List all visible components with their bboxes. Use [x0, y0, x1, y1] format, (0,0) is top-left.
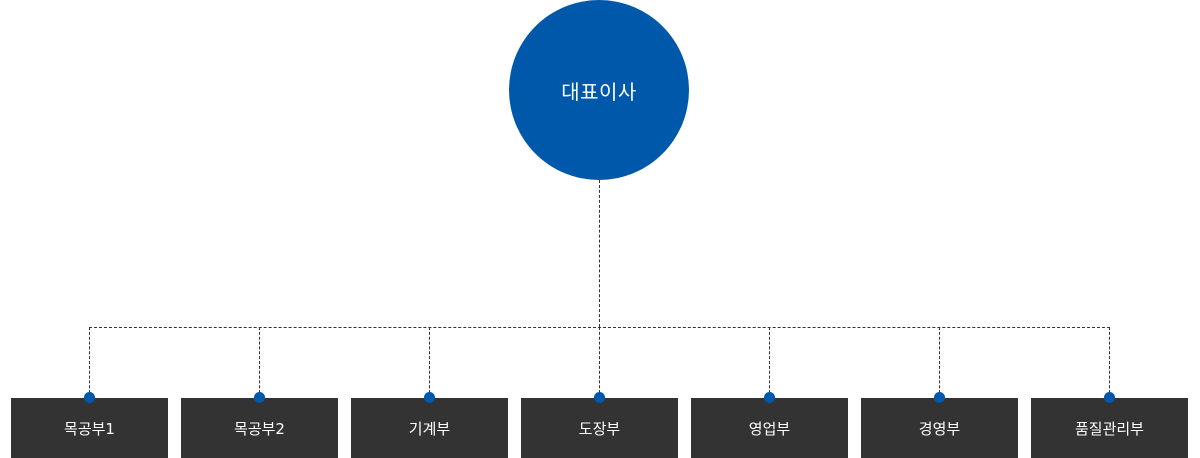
- department-node: 영업부: [691, 398, 848, 458]
- department-drop-line: [429, 327, 430, 398]
- department-drop-line: [259, 327, 260, 398]
- department-drop-line: [769, 327, 770, 398]
- connector-dot: [84, 392, 95, 403]
- department-node: 목공부1: [11, 398, 168, 458]
- department-label: 목공부2: [234, 419, 285, 438]
- department-label: 도장부: [578, 419, 621, 438]
- ceo-connector-line: [599, 180, 600, 327]
- department-label: 기계부: [408, 419, 451, 438]
- connector-dot: [594, 392, 605, 403]
- department-node: 도장부: [521, 398, 678, 458]
- ceo-node: 대표이사: [509, 0, 689, 180]
- connector-dot: [934, 392, 945, 403]
- department-drop-line: [939, 327, 940, 398]
- department-node: 목공부2: [181, 398, 338, 458]
- connector-dot: [254, 392, 265, 403]
- department-label: 영업부: [748, 419, 791, 438]
- department-label: 경영부: [918, 419, 961, 438]
- connector-dot: [424, 392, 435, 403]
- connector-dot: [1104, 392, 1115, 403]
- department-drop-line: [89, 327, 90, 398]
- department-node: 기계부: [351, 398, 508, 458]
- department-node: 품질관리부: [1031, 398, 1188, 458]
- connector-dot: [764, 392, 775, 403]
- department-drop-line: [1109, 327, 1110, 398]
- department-label: 목공부1: [64, 419, 115, 438]
- department-label: 품질관리부: [1074, 419, 1144, 438]
- department-node: 경영부: [861, 398, 1018, 458]
- ceo-label: 대표이사: [561, 79, 637, 104]
- department-drop-line: [599, 327, 600, 398]
